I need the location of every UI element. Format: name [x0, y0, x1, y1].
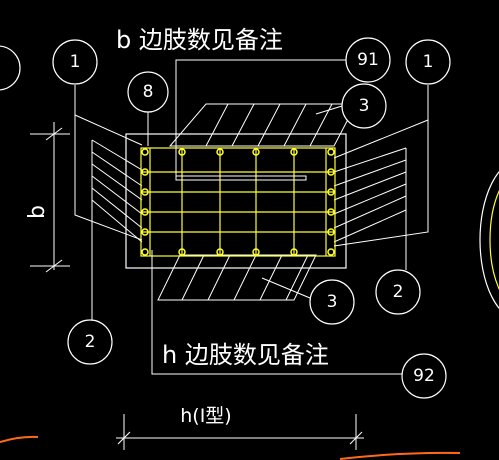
callout-3-bottom: 3 — [309, 279, 355, 325]
left-tie-hatch — [91, 139, 143, 243]
svg-text:1: 1 — [70, 52, 81, 72]
callout-1-left: 1 — [52, 39, 98, 85]
top-hatch-parallelogram — [168, 103, 357, 147]
svg-text:92: 92 — [413, 366, 435, 386]
svg-text:1: 1 — [423, 52, 434, 72]
edge-ellipse-right — [479, 170, 499, 310]
svg-text:2: 2 — [85, 332, 96, 352]
callout-92: 92 — [401, 353, 447, 399]
edge-circle-left — [0, 45, 21, 91]
section-outline — [125, 133, 347, 269]
accent-stroke-right — [339, 451, 461, 460]
bottom-hatch-parallelogram — [157, 254, 317, 301]
callout-8: 8 — [127, 71, 169, 113]
svg-text:3: 3 — [327, 292, 338, 312]
callout-1-right: 1 — [405, 39, 451, 85]
svg-text:91: 91 — [357, 50, 379, 70]
leader-lines — [74, 59, 429, 375]
rebar-bars — [141, 148, 335, 256]
accent-stroke-left — [0, 435, 39, 443]
note-h: h 边肢数见备注 — [162, 341, 329, 369]
svg-text:8: 8 — [143, 82, 154, 102]
dimension-b — [30, 122, 70, 273]
note-b: b 边肢数见备注 — [116, 26, 283, 54]
svg-text:3: 3 — [359, 96, 370, 116]
callout-2-right: 2 — [375, 269, 421, 315]
dim-h-label: h(I型) — [180, 405, 231, 427]
callout-91: 91 — [345, 37, 391, 83]
dim-b-label: b — [25, 205, 50, 219]
callout-3-top: 3 — [341, 83, 387, 129]
svg-text:2: 2 — [393, 282, 404, 302]
dimension-h — [116, 414, 364, 450]
callout-2-left: 2 — [67, 319, 113, 365]
inner-tie-rect — [175, 175, 307, 181]
rebar-grid — [140, 147, 336, 257]
edge-ellipse-right-inner — [489, 190, 499, 290]
right-tie-hatch — [333, 147, 407, 243]
